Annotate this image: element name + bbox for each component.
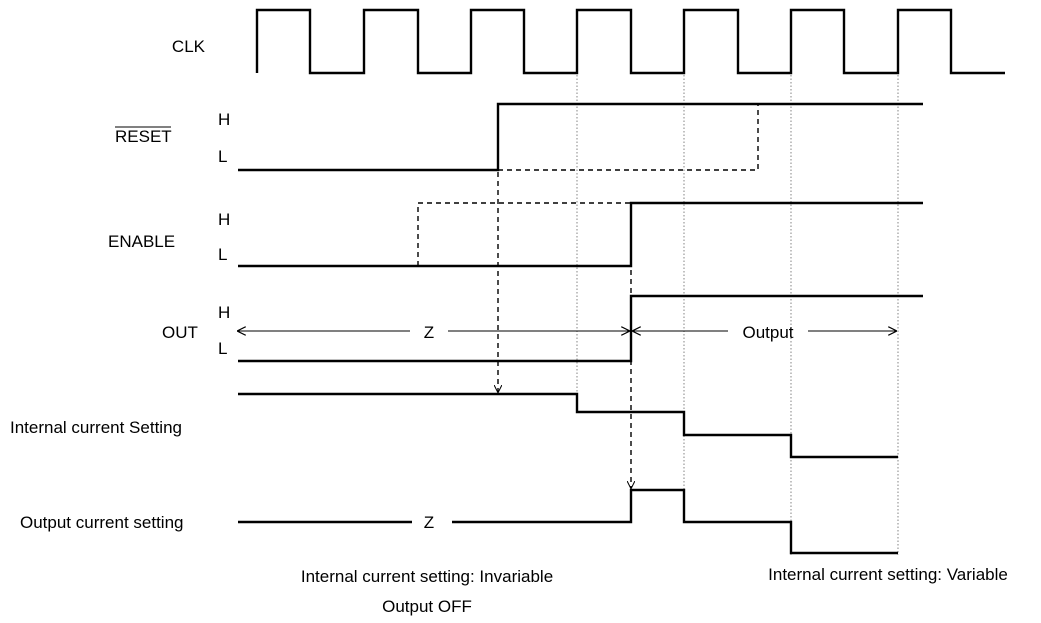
out-low-level: L <box>218 339 227 358</box>
internal-current-waveform <box>238 392 898 459</box>
enable-low-level: L <box>218 245 227 264</box>
clk-label: CLK <box>172 37 206 56</box>
enable-label: ENABLE <box>108 232 175 251</box>
out-z-label: Z <box>424 323 434 342</box>
out-output-label: Output <box>742 323 793 342</box>
enable-waveform <box>238 201 923 268</box>
reset-high-level: H <box>218 110 230 129</box>
enable-high-level: H <box>218 210 230 229</box>
output-current-z-label: Z <box>424 513 434 532</box>
invariable-caption-line1: Internal current setting: Invariable <box>301 567 553 586</box>
enable-variable-edge <box>417 202 631 266</box>
output-current-label: Output current setting <box>20 513 183 532</box>
guide-lines <box>576 75 899 555</box>
variable-caption: Internal current setting: Variable <box>768 565 1008 584</box>
reset-label: RESET <box>115 127 172 146</box>
out-label: OUT <box>162 323 198 342</box>
out-high-level: H <box>218 303 230 322</box>
reset-variable-edge <box>498 104 759 171</box>
clk-waveform <box>255 8 1005 75</box>
reset-waveform <box>238 102 923 172</box>
internal-current-label: Internal current Setting <box>10 418 182 437</box>
invariable-caption-line2: Output OFF <box>382 597 472 616</box>
out-waveform <box>238 294 923 363</box>
output-current-waveform-b <box>452 488 898 555</box>
reset-low-level: L <box>218 147 227 166</box>
